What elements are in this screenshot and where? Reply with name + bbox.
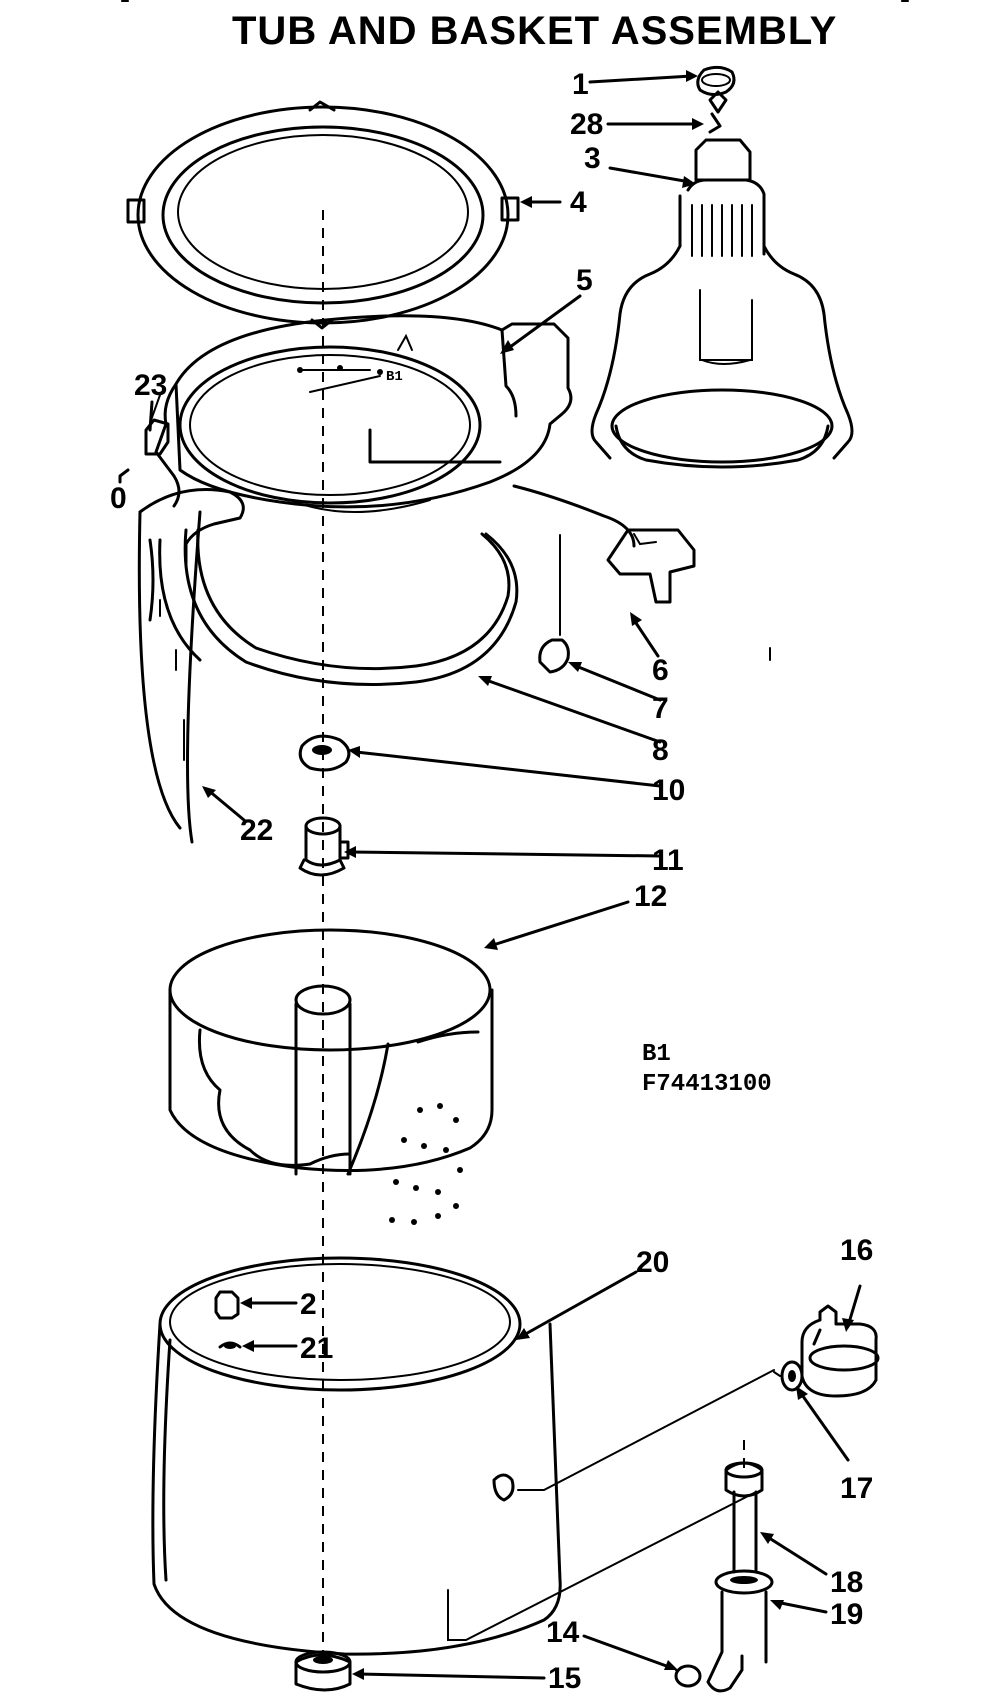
part-21-washer [218, 1341, 242, 1349]
callout-6: 6 [652, 654, 669, 687]
top-right-mark: - [900, 0, 910, 15]
model-code: B1 F74413100 [642, 1041, 772, 1098]
basket-holes [389, 1103, 463, 1225]
part-4-tub-ring [126, 100, 520, 1660]
part-3-agitator [590, 65, 854, 469]
callout-15: 15 [548, 1662, 581, 1695]
part-22-tub-side [137, 488, 245, 844]
callout-5: 5 [576, 264, 593, 297]
agitator-fins [691, 204, 753, 257]
callout-16: 16 [840, 1234, 873, 1267]
callout-8: 8 [652, 734, 669, 767]
top-left-mark: - [120, 0, 130, 15]
callout-20: 20 [636, 1246, 669, 1279]
diagram-title: TUB AND BASKET ASSEMBLY [232, 9, 837, 53]
callout-18: 18 [830, 1566, 863, 1599]
part-17-washer [773, 1360, 804, 1392]
callout-numbers: 1 28 3 4 5 23 0 6 7 8 10 22 11 12 20 2 2… [110, 68, 873, 1695]
callout-12: 12 [634, 880, 667, 913]
callout-0: 0 [110, 482, 127, 515]
callout-4: 4 [570, 186, 587, 219]
callout-23: 23 [134, 369, 167, 402]
callout-7: 7 [652, 692, 669, 725]
callout-14: 14 [546, 1616, 580, 1649]
part-7-clip [538, 534, 570, 674]
part-5-tub-cover [154, 314, 573, 513]
callout-28: 28 [570, 108, 603, 141]
part-16-pump [800, 1304, 880, 1398]
part-10-nut [298, 734, 351, 772]
callout-19: 19 [830, 1598, 863, 1631]
part-8-tub-seal [158, 528, 519, 686]
part-12-spin-basket [168, 928, 494, 1225]
callout-2: 2 [300, 1288, 317, 1321]
part-20-outer-tub [151, 1256, 775, 1656]
callout-17: 17 [840, 1472, 873, 1505]
part-19-fitting [706, 1569, 774, 1693]
callout-3: 3 [584, 142, 601, 175]
part-15-seal [294, 1650, 352, 1692]
callout-11: 11 [652, 844, 684, 877]
callout-10: 10 [652, 774, 685, 807]
model-code-line-2: F74413100 [642, 1071, 772, 1098]
leader-lines [148, 70, 862, 1680]
model-code-line-1: B1 [642, 1041, 671, 1068]
part-18-hose [724, 1440, 764, 1574]
part-2-bolt [214, 1290, 240, 1320]
tub-cover-part-label: B1 [386, 369, 403, 385]
callout-21: 21 [300, 1332, 333, 1365]
callout-1: 1 [572, 68, 589, 101]
part-6-switch [512, 484, 696, 604]
callout-22: 22 [240, 814, 273, 847]
